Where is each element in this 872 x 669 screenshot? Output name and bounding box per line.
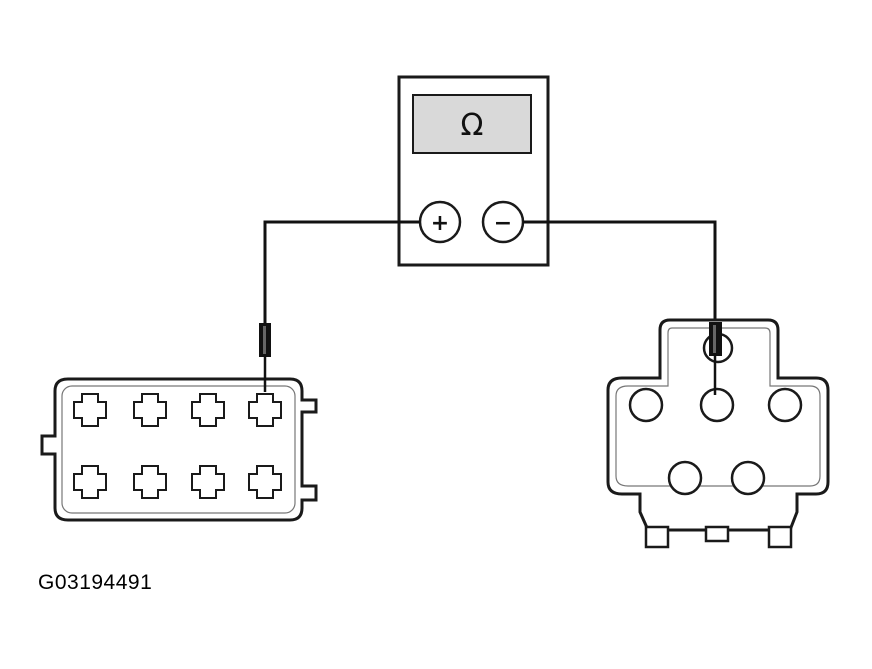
negative-probe-highlight bbox=[713, 325, 716, 353]
ohm-symbol: Ω bbox=[461, 108, 484, 143]
right-connector-pin bbox=[667, 460, 703, 496]
left-connector-inner-edge bbox=[61, 385, 296, 514]
left-connector-pin bbox=[248, 465, 282, 499]
positive-test-lead bbox=[263, 220, 420, 328]
left-connector bbox=[40, 377, 318, 522]
right-connector-pin bbox=[699, 387, 735, 423]
multimeter: Ω + − bbox=[397, 75, 550, 267]
right-connector-pin bbox=[628, 387, 664, 423]
right-connector-tab-center bbox=[704, 525, 730, 543]
left-connector-pin bbox=[191, 465, 225, 499]
right-connector bbox=[606, 318, 830, 549]
left-connector-pin bbox=[133, 393, 167, 427]
left-connector-pin bbox=[248, 393, 282, 427]
right-connector-tab-right bbox=[767, 525, 793, 549]
right-connector-inner-edge bbox=[615, 327, 821, 487]
positive-probe-highlight bbox=[263, 326, 266, 354]
left-connector-pin bbox=[73, 465, 107, 499]
meter-display bbox=[412, 94, 532, 154]
left-connector-pin bbox=[73, 393, 107, 427]
right-connector-tab-left bbox=[644, 525, 670, 549]
negative-jack-label: − bbox=[494, 211, 512, 236]
left-connector-pin bbox=[133, 465, 167, 499]
negative-test-lead bbox=[523, 220, 717, 322]
left-connector-pin bbox=[191, 393, 225, 427]
left-connector-housing bbox=[40, 377, 318, 522]
right-connector-pin bbox=[730, 460, 766, 496]
negative-probe bbox=[709, 322, 722, 395]
figure-id: G03194491 bbox=[38, 571, 153, 594]
positive-jack-label: + bbox=[431, 211, 449, 236]
right-connector-pin bbox=[767, 387, 803, 423]
positive-probe bbox=[259, 323, 271, 392]
